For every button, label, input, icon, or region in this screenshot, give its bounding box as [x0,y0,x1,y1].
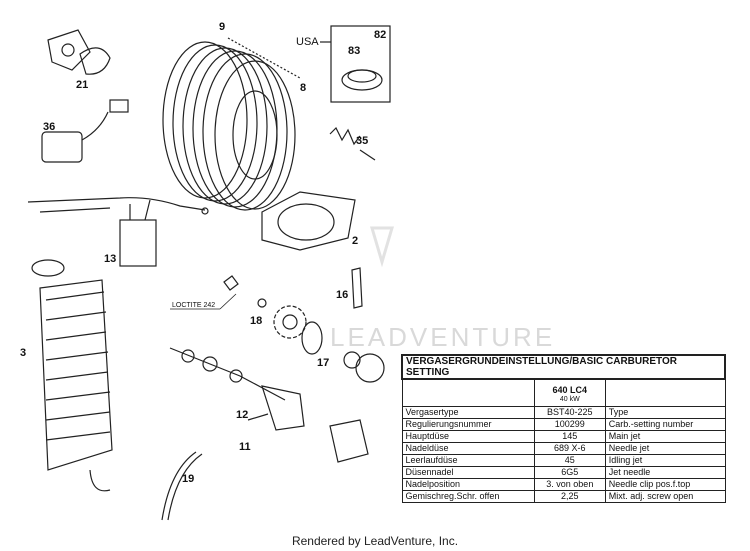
carburetor-settings-table: VERGASERGRUNDEINSTELLUNG/BASIC CARBURETO… [401,354,726,503]
row-de: Regulierungsnummer [401,418,535,431]
row-en: Needle clip pos.f.top [604,478,726,491]
row-de: Leerlaufdüse [401,454,535,467]
table-row: Leerlaufdüse 45 Idling jet [401,454,726,467]
row-de: Gemischreg.Schr. offen [401,490,535,503]
row-value: 145 [533,430,606,443]
part-17 [301,321,385,383]
loctite-label: LOCTITE 242 [172,302,215,309]
part-35 [329,126,376,161]
callout-3: 3 [20,347,26,359]
callout-17: 17 [317,357,329,369]
part-36 [41,99,129,163]
table-header-model: 640 LC4 40 kW [533,378,606,407]
clutch-plates [162,37,301,211]
part-16 [351,267,363,309]
part-3 [31,259,113,492]
watermark: LEADVENTURE [330,226,555,352]
row-en: Type [604,406,726,419]
row-de: Nadelposition [401,478,535,491]
table-row: Regulierungsnummer 100299 Carb.-setting … [401,418,726,431]
usa-box [320,25,391,103]
row-en: Mixt. adj. screw open [604,490,726,503]
usa-label: USA [296,36,319,48]
row-en: Idling jet [604,454,726,467]
row-en: Jet needle [604,466,726,479]
callout-19: 19 [182,473,194,485]
row-en: Needle jet [604,442,726,455]
row-de: Hauptdüse [401,430,535,443]
part-19 [161,451,203,521]
table-row: Nadelposition 3. von oben Needle clip po… [401,478,726,491]
callout-9: 9 [219,21,225,33]
table-row: Nadeldüse 689 X-6 Needle jet [401,442,726,455]
table-header-empty [604,378,726,407]
table-header-empty [401,378,535,407]
row-de: Nadeldüse [401,442,535,455]
row-value: 3. von oben [533,478,606,491]
table-row: Gemischreg.Schr. offen 2,25 Mixt. adj. s… [401,490,726,503]
power-label: 40 kW [559,395,580,403]
row-value: 100299 [533,418,606,431]
callout-12: 12 [236,409,248,421]
row-value: 6G5 [533,466,606,479]
callout-13: 13 [104,253,116,265]
model-label: 640 LC4 [552,384,588,395]
row-en: Main jet [604,430,726,443]
table-row: Hauptdüse 145 Main jet [401,430,726,443]
callout-11: 11 [239,441,251,453]
part-13 [27,197,209,267]
part-21 [47,29,111,75]
callout-8: 8 [300,82,306,94]
row-value: 45 [533,454,606,467]
callout-18: 18 [250,315,262,327]
row-de: Düsennadel [401,466,535,479]
callout-83: 83 [348,45,360,57]
footer-credit: Rendered by LeadVenture, Inc. [291,534,459,548]
row-value: BST40-225 [533,406,606,419]
row-value: 689 X-6 [533,442,606,455]
table-title: VERGASERGRUNDEINSTELLUNG/BASIC CARBURETO… [401,354,726,380]
table-row: Vergasertype BST40-225 Type [401,406,726,419]
callout-16: 16 [336,289,348,301]
callout-82: 82 [374,29,386,41]
part-11 [169,347,369,463]
row-en: Carb.-setting number [604,418,726,431]
part-18 [223,275,307,339]
callout-21: 21 [76,79,88,91]
callout-2: 2 [352,235,358,247]
row-value: 2,25 [533,490,606,503]
row-de: Vergasertype [401,406,535,419]
watermark-text: LEADVENTURE [330,322,555,352]
callout-35: 35 [356,135,368,147]
part-2 [261,191,356,251]
table-row: Düsennadel 6G5 Jet needle [401,466,726,479]
callout-36: 36 [43,121,55,133]
